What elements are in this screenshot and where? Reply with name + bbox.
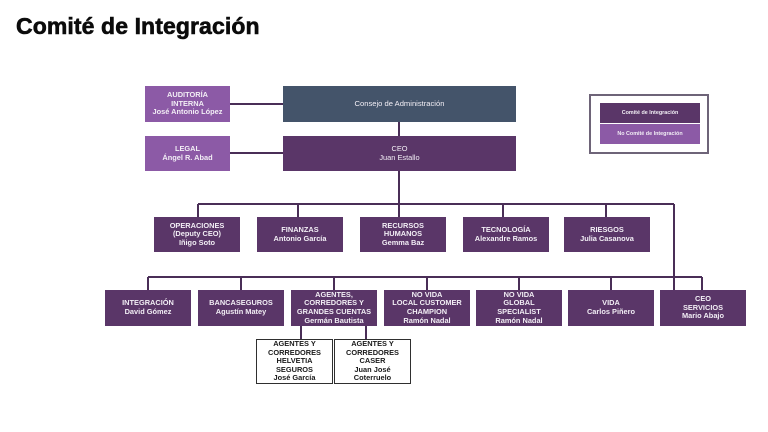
node-novida-local: NO VIDA LOCAL CUSTOMER CHAMPION Ramón Na…	[384, 290, 470, 326]
node-rrhh: RECURSOS HUMANOS Gemma Baz	[360, 217, 446, 252]
node-agentes: AGENTES, CORREDORES Y GRANDES CUENTAS Ge…	[291, 290, 377, 326]
node-tecnologia: TECNOLOGÍA Alexandre Ramos	[463, 217, 549, 252]
page-title: Comité de Integración	[16, 13, 260, 40]
node-finanzas: FINANZAS Antonio García	[257, 217, 343, 252]
node-ceo: CEO Juan Estallo	[283, 136, 516, 171]
node-integracion: INTEGRACIÓN David Gómez	[105, 290, 191, 326]
legend-item-member: Comité de Integración	[600, 103, 700, 123]
legend: Comité de Integración No Comité de Integ…	[589, 94, 709, 154]
node-riesgos: RIESGOS Julia Casanova	[564, 217, 650, 252]
node-ceo-servicios: CEO SERVICIOS Mario Abajo	[660, 290, 746, 326]
node-bancaseguros: BANCASEGUROS Agustín Matey	[198, 290, 284, 326]
node-novida-global: NO VIDA GLOBAL SPECIALIST Ramón Nadal	[476, 290, 562, 326]
node-operaciones: OPERACIONES (Deputy CEO) Iñigo Soto	[154, 217, 240, 252]
node-vida: VIDA Carlos Piñero	[568, 290, 654, 326]
legend-item-non-member: No Comité de Integración	[600, 124, 700, 144]
node-helvetia: AGENTES Y CORREDORES HELVETIA SEGUROS Jo…	[256, 339, 333, 384]
node-legal: LEGAL Ángel R. Abad	[145, 136, 230, 171]
node-auditoria: AUDITORÍA INTERNA José Antonio López	[145, 86, 230, 122]
node-caser: AGENTES Y CORREDORES CASER Juan José Cot…	[334, 339, 411, 384]
node-consejo: Consejo de Administración	[283, 86, 516, 122]
